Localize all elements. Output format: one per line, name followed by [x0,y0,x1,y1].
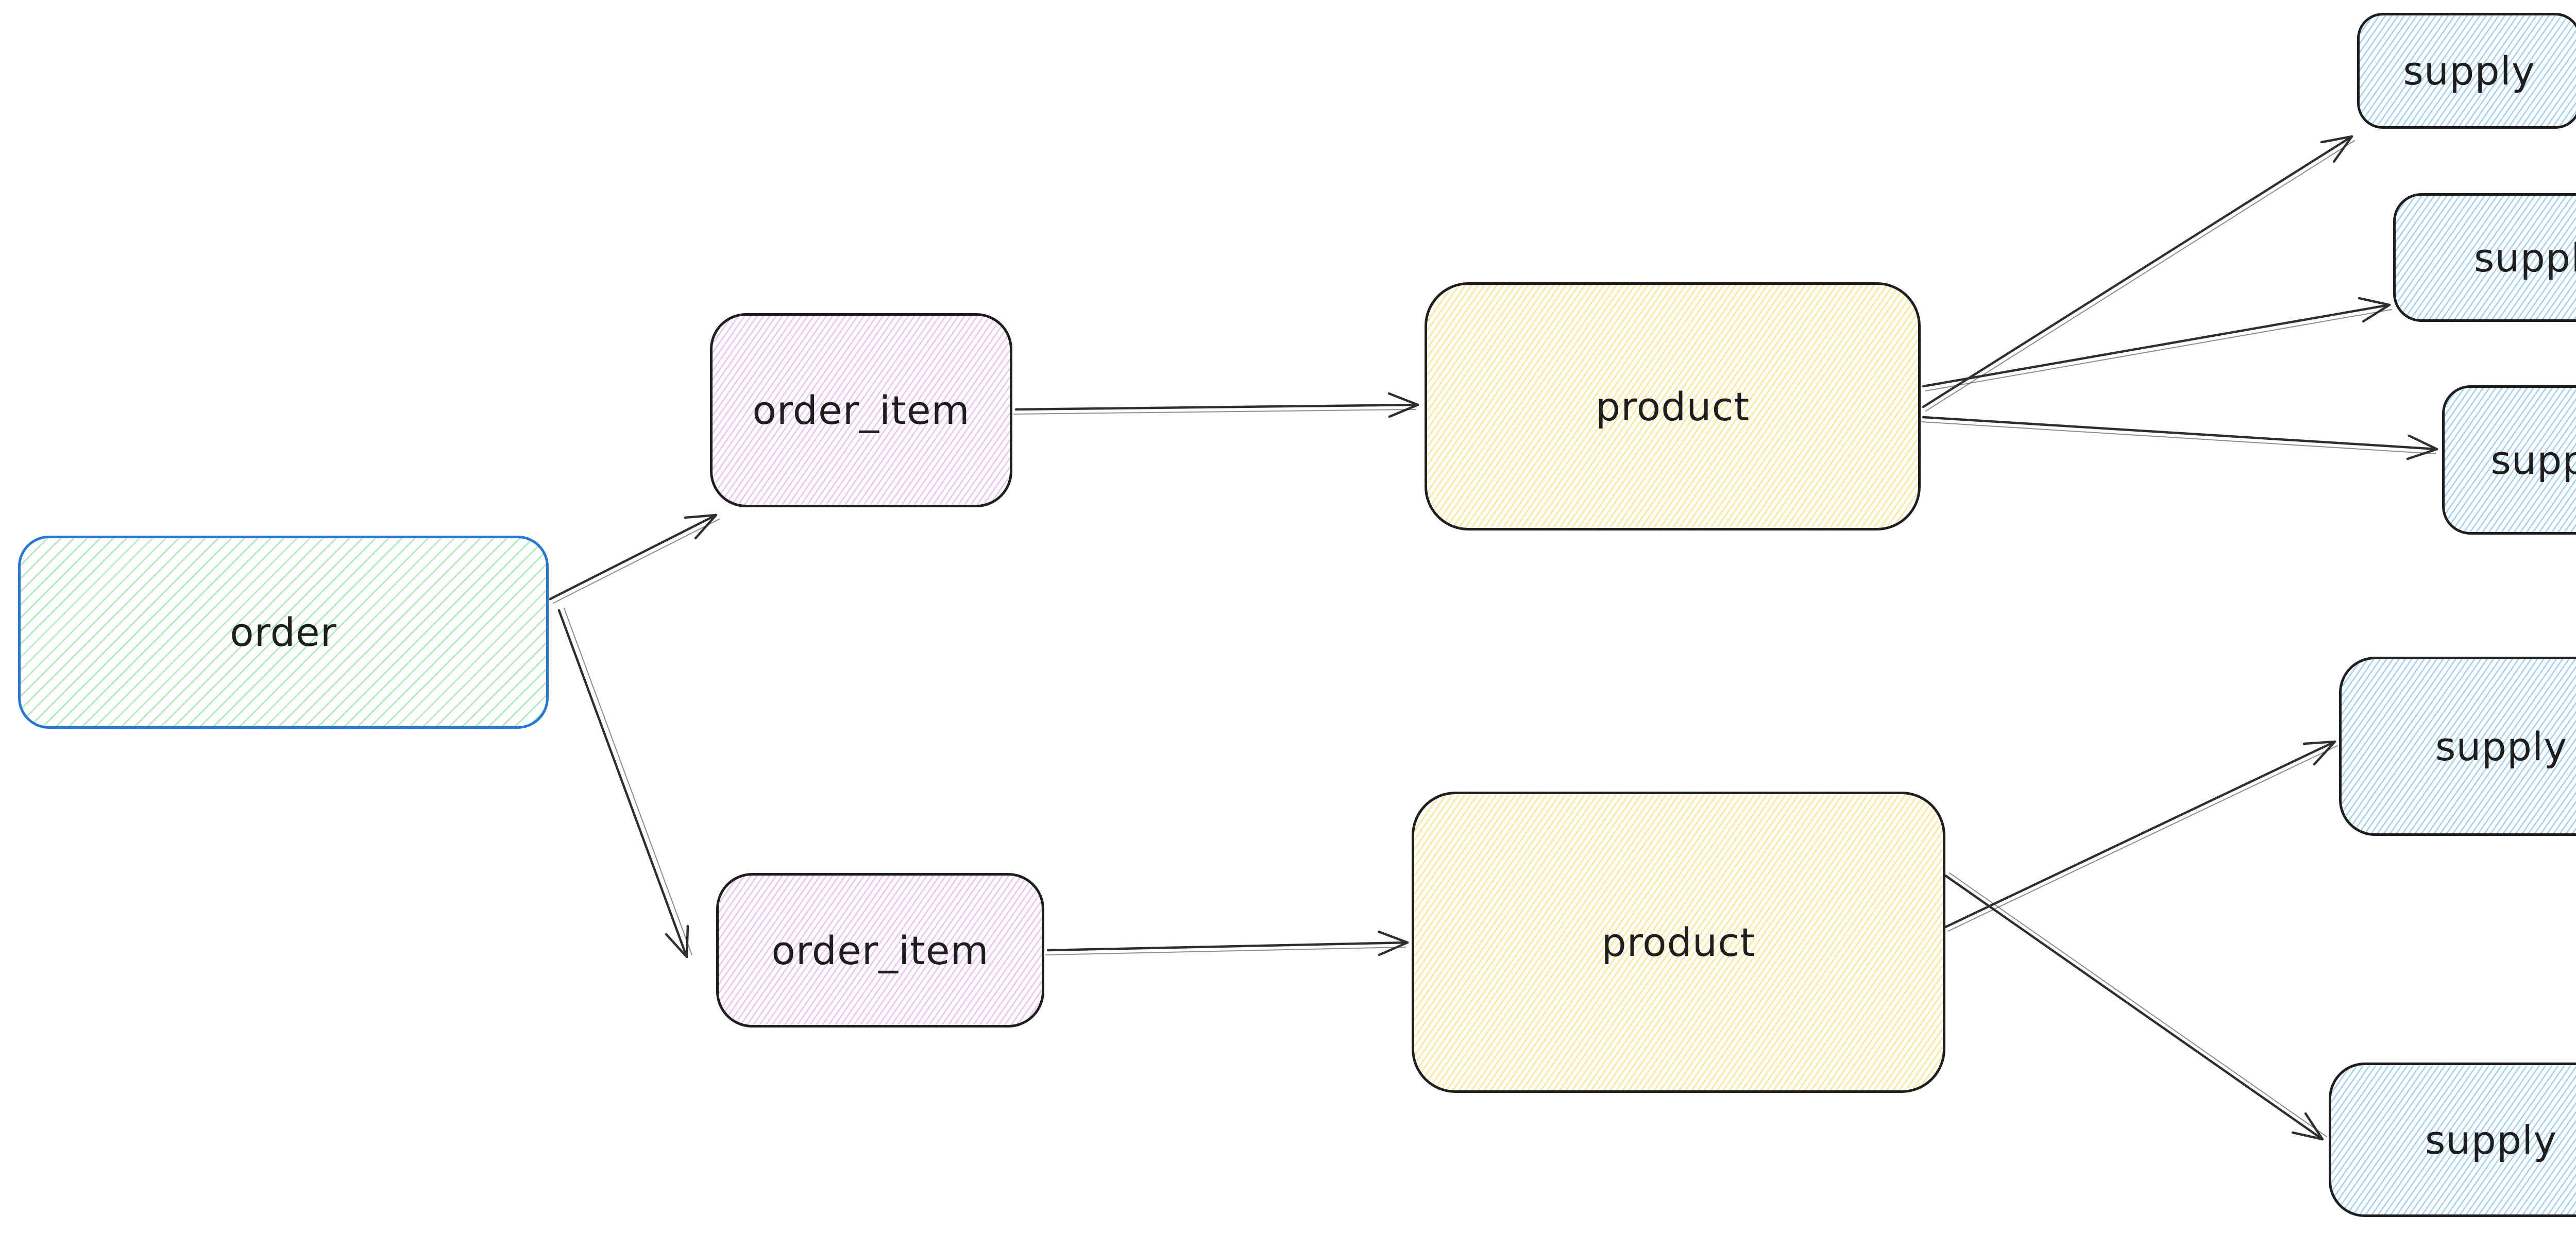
node-order-item-bottom-label: order_item [771,927,989,973]
node-order[interactable]: order [18,536,549,729]
arrow-product-top-to-supply-2[interactable] [1922,297,2392,391]
arrow-order-to-order-item-bottom[interactable] [557,608,692,958]
node-product-bottom[interactable]: product [1412,792,1945,1093]
arrow-order-item-top-to-product-top[interactable] [1013,392,1419,418]
node-order-item-bottom[interactable]: order_item [716,873,1044,1028]
arrow-product-bottom-to-supply-4[interactable] [1944,740,2338,932]
node-supply-3[interactable]: supply [2442,385,2576,535]
arrow-product-bottom-to-supply-5[interactable] [1944,872,2327,1141]
node-product-top-label: product [1595,383,1750,430]
node-supply-2-label: supply [2473,234,2576,281]
node-supply-4-label: supply [2435,723,2568,769]
node-supply-5-label: supply [2425,1117,2557,1163]
node-supply-1[interactable]: supply [2357,13,2576,129]
arrow-order-to-order-item-top[interactable] [549,513,720,604]
node-order-item-top[interactable]: order_item [710,313,1012,507]
arrow-product-top-to-supply-1[interactable] [1922,135,2355,412]
node-supply-3-label: supply [2490,437,2576,483]
node-supply-2[interactable]: supply [2393,193,2576,322]
node-supply-5[interactable]: supply [2329,1063,2576,1217]
node-supply-4[interactable]: supply [2339,657,2576,836]
node-order-item-top-label: order_item [752,387,970,433]
arrow-product-top-to-supply-3[interactable] [1921,416,2438,460]
node-product-bottom-label: product [1601,919,1756,965]
arrow-order-item-bottom-to-product-bottom[interactable] [1045,930,1409,956]
node-order-label: order [230,609,337,655]
node-product-top[interactable]: product [1425,282,1921,530]
node-supply-1-label: supply [2403,48,2535,94]
